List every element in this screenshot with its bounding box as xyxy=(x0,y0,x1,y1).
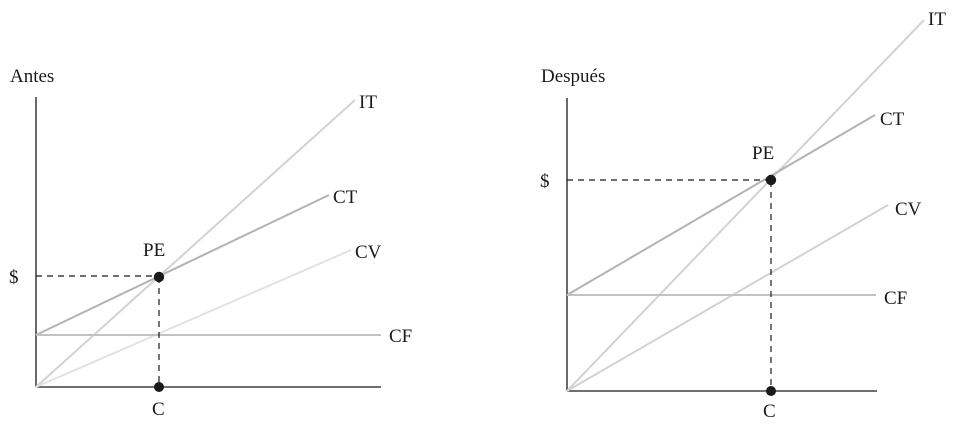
break-even-point xyxy=(765,174,777,186)
c-label: C xyxy=(763,401,776,421)
panel-despues: Después IT CT CV CF PE $ C xyxy=(540,9,946,422)
dollar-label: $ xyxy=(540,171,550,192)
cv-label: CV xyxy=(355,242,382,263)
cv-line xyxy=(35,249,352,388)
c-point xyxy=(766,386,776,396)
it-label: IT xyxy=(359,92,377,113)
ct-label: CT xyxy=(333,187,358,208)
break-even-point xyxy=(153,271,165,283)
cv-label: CV xyxy=(895,199,922,220)
panel-antes: Antes IT CT CV CF PE $ C xyxy=(9,66,412,420)
pe-label: PE xyxy=(143,240,165,261)
c-label: C xyxy=(152,399,165,420)
dollar-label: $ xyxy=(9,267,19,288)
it-line xyxy=(566,19,925,392)
cf-label: CF xyxy=(884,288,907,309)
panel-title: Antes xyxy=(10,66,54,87)
it-line xyxy=(35,99,356,388)
ct-line xyxy=(566,114,876,296)
ct-line xyxy=(35,194,330,336)
c-point xyxy=(154,382,164,392)
pe-label: PE xyxy=(752,143,774,164)
cf-label: CF xyxy=(389,326,412,347)
cv-line xyxy=(566,204,889,392)
ct-label: CT xyxy=(880,109,905,130)
panel-title: Después xyxy=(541,66,605,87)
it-label: IT xyxy=(928,9,946,30)
